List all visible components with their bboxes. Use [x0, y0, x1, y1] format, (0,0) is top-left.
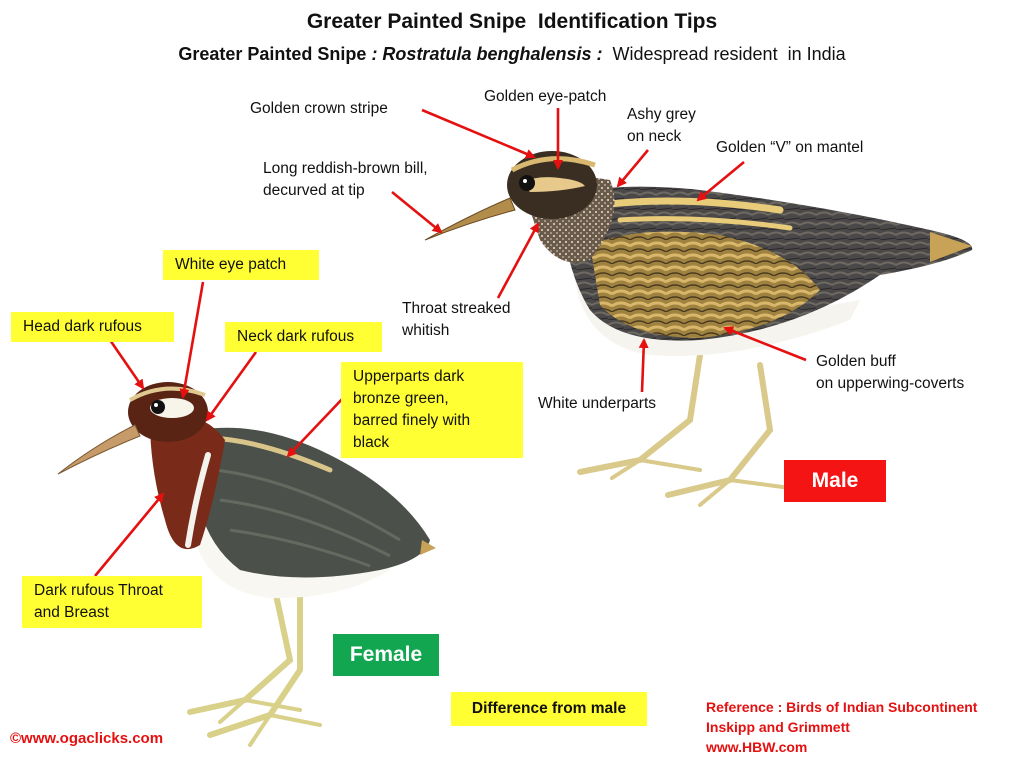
label-line: and Breast — [34, 604, 109, 621]
label-line: decurved at tip — [263, 182, 365, 199]
label-line: Ashy grey — [627, 106, 696, 123]
arrow-male-underparts — [638, 338, 649, 393]
female-bird-illustration — [57, 382, 436, 747]
copyright-link[interactable]: ©www.ogaclicks.com — [10, 730, 164, 747]
page-title: Greater Painted Snipe Identification Tip… — [306, 10, 718, 33]
label-female-eye-patch: White eye patch — [163, 250, 319, 280]
label-line: whitish — [402, 322, 450, 339]
label-female-head: Head dark rufous — [11, 312, 174, 342]
label-line: black — [353, 434, 390, 451]
label-female-throat: Dark rufous Throat and Breast — [22, 576, 202, 628]
label-line: Upperparts dark — [353, 368, 465, 385]
arrow-male-mantel — [696, 160, 745, 202]
reference-line: Inskipp and Grimmett — [706, 719, 850, 735]
difference-note: Difference from male — [451, 692, 647, 726]
label-male-throat: Throat streaked whitish — [402, 298, 511, 342]
scientific-name: : Rostratula benghalensis : — [366, 44, 608, 64]
arrow-female-neck — [205, 351, 258, 422]
label-line: Dark rufous Throat — [34, 582, 163, 599]
reference-link[interactable]: www.HBW.com — [706, 739, 808, 755]
label-line: on upperwing-coverts — [816, 375, 965, 392]
label-female-neck: Neck dark rufous — [225, 322, 382, 352]
reference-line: Reference : Birds of Indian Subcontinent — [706, 699, 978, 715]
arrow-female-eye-patch — [179, 281, 205, 399]
label-male-coverts: Golden buff on upperwing-coverts — [816, 351, 964, 395]
arrow-female-head — [108, 339, 145, 390]
label-male-bill: Long reddish-brown bill, decurved at tip — [263, 158, 428, 202]
label-line: Golden buff — [816, 353, 896, 370]
label-male-underparts: White underparts — [538, 395, 657, 412]
label-female-upperparts: Upperparts dark bronze green, barred fin… — [341, 362, 523, 458]
label-male-neck: Ashy grey on neck — [627, 104, 696, 148]
annotation-arrows — [93, 108, 807, 577]
arrow-female-throat — [93, 492, 165, 577]
arrow-female-upperparts — [286, 395, 346, 458]
arrow-male-throat — [496, 222, 540, 299]
status-text: Widespread resident in India — [607, 44, 846, 64]
arrow-male-bill — [391, 190, 443, 234]
label-male-eye-patch: Golden eye-patch — [484, 88, 607, 105]
label-line: barred finely with — [353, 412, 471, 429]
arrow-male-crown — [421, 108, 536, 159]
female-badge: Female — [333, 634, 439, 676]
label-line: Throat streaked — [402, 300, 511, 317]
male-badge: Male — [784, 460, 886, 502]
label-male-crown: Golden crown stripe — [250, 100, 388, 117]
label-line: bronze green, — [353, 390, 449, 407]
arrow-male-coverts — [723, 326, 807, 362]
label-male-mantel: Golden “V” on mantel — [716, 139, 864, 156]
male-bird-illustration — [424, 151, 973, 507]
arrow-male-neck — [616, 149, 649, 188]
page-subtitle: Greater Painted Snipe : Rostratula bengh… — [0, 44, 1024, 65]
common-name: Greater Painted Snipe — [178, 44, 367, 64]
reference-block: Reference : Birds of Indian Subcontinent… — [706, 697, 977, 757]
label-line: on neck — [627, 128, 682, 145]
label-line: Long reddish-brown bill, — [263, 160, 428, 177]
